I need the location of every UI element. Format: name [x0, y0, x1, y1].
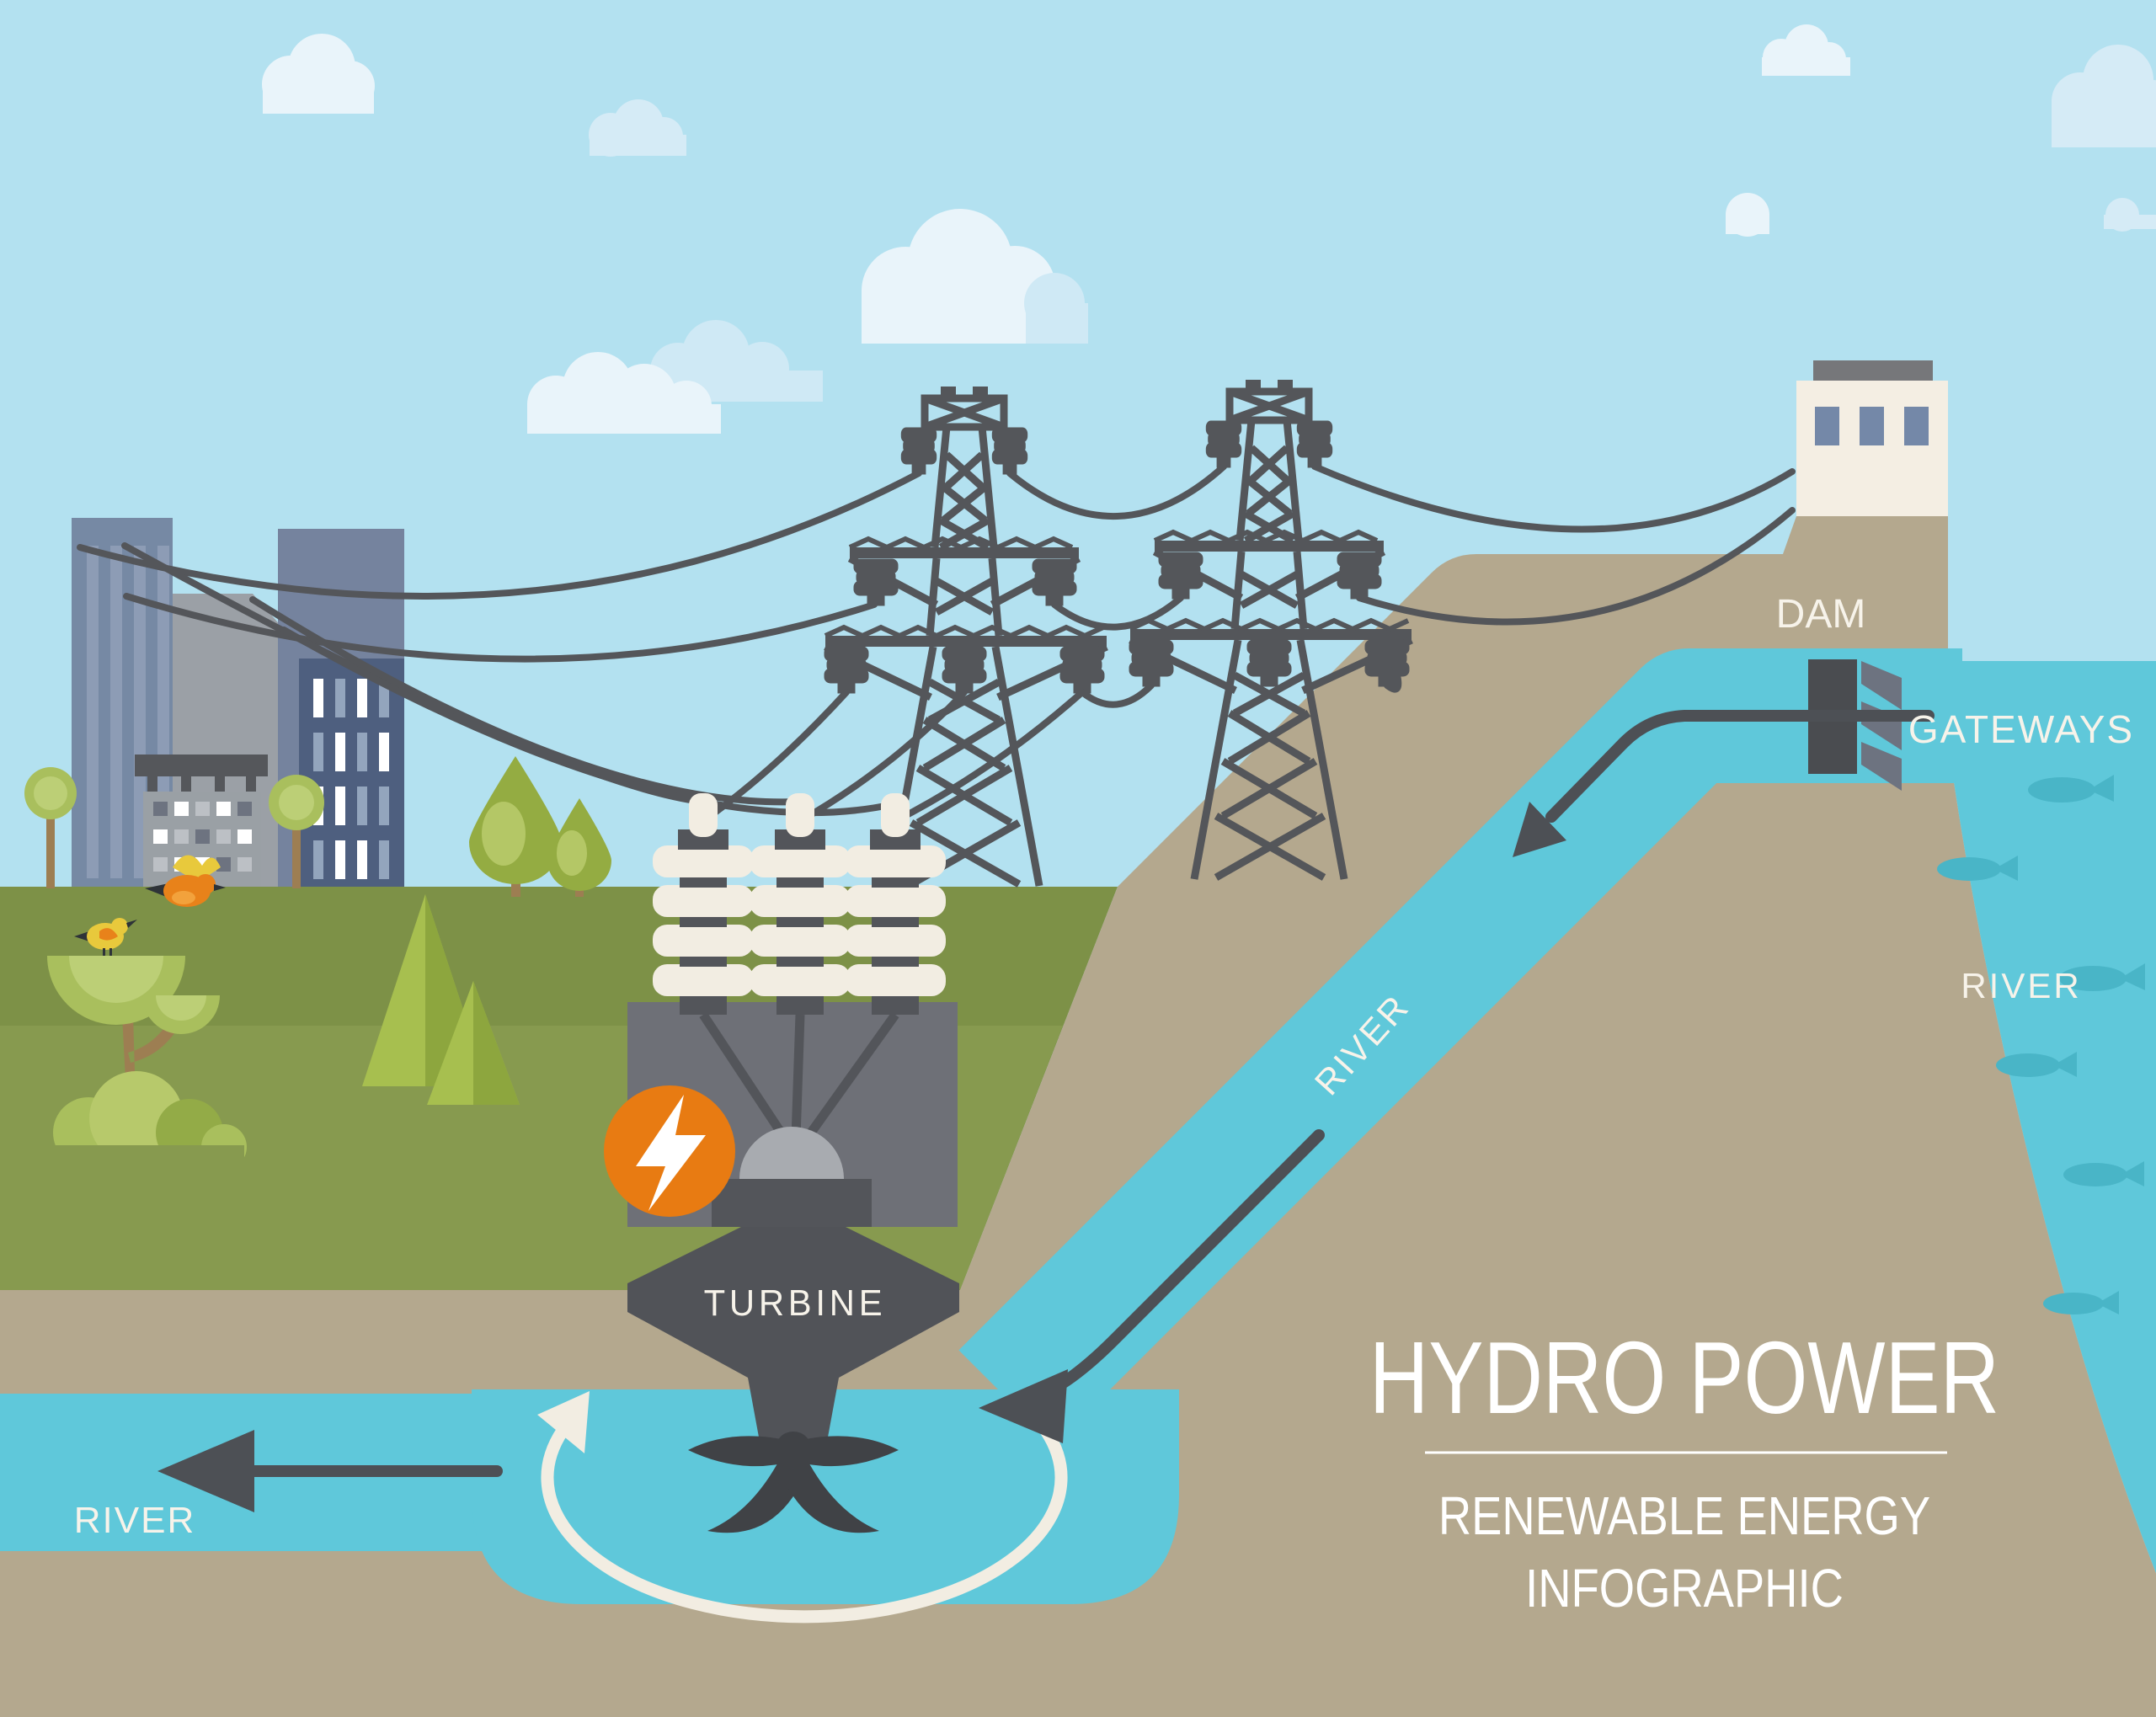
gateways-label: GATEWAYS [1908, 707, 2134, 751]
city-skyline [72, 518, 404, 888]
dam-label: DAM [1776, 592, 1866, 637]
wire [1384, 662, 1402, 693]
round-tree [24, 767, 77, 888]
wire [1311, 463, 1796, 533]
turbine-unit [537, 1227, 1068, 1624]
penstock-arrowhead [979, 1369, 1068, 1443]
generator-leads [699, 1011, 899, 1142]
fish [2028, 775, 2114, 803]
gate-fin [1861, 742, 1902, 791]
wire [700, 689, 850, 824]
river-outflow-label: RIVER [74, 1500, 195, 1541]
subtitle-line2: INFOGRAPHIC [1525, 1558, 1844, 1618]
clouds [262, 24, 2156, 434]
perched-bird [74, 918, 137, 956]
powerhouse-roof [1813, 360, 1933, 382]
generator-dome [739, 1127, 844, 1179]
river-reservoir-label: RIVER [1961, 966, 2081, 1005]
round-tree [269, 775, 324, 888]
powerhouse-building [1796, 381, 1948, 516]
subtitle-line1: RENEWABLE ENERGY [1438, 1485, 1930, 1546]
fish [2043, 1291, 2119, 1314]
cloud [862, 209, 1088, 344]
bush [51, 1071, 247, 1170]
teardrop-tree [469, 756, 562, 897]
outflow-arrowhead [157, 1430, 254, 1512]
pine-tree [427, 981, 520, 1105]
wire [1079, 682, 1155, 708]
flying-bird [145, 855, 226, 907]
dam-powerhouse [1796, 360, 1948, 516]
powerhouse-window [1860, 407, 1884, 445]
insulator-stacks [653, 793, 946, 1015]
wire [797, 689, 968, 824]
lightning-icon [636, 1095, 706, 1211]
title-block: HYDRO POWER RENEWABLE ENERGY INFOGRAPHIC [1369, 1321, 1999, 1618]
flow-arrows [157, 710, 1935, 1512]
turbine-label: TURBINE [704, 1282, 887, 1324]
fish [2063, 1161, 2144, 1186]
insulator-stack [845, 793, 946, 1015]
wire [77, 470, 922, 600]
main-title: HYDRO POWER [1369, 1321, 1999, 1436]
bowl-tree [47, 956, 220, 1128]
gate-fin [1861, 661, 1902, 710]
wire [1006, 463, 1227, 520]
wire [1051, 595, 1184, 631]
turbine-propeller [688, 1432, 899, 1533]
turbine-housing [627, 1227, 959, 1442]
fish [1937, 856, 2018, 881]
reservoir-water [1948, 661, 2156, 1573]
wire [892, 689, 1086, 824]
rotation-arrow [541, 1424, 1068, 1624]
powerhouse-window [1815, 407, 1839, 445]
cloud [2052, 45, 2156, 147]
teardrop-tree [547, 798, 611, 897]
cloud [527, 320, 823, 434]
intake-arrowhead [1513, 802, 1566, 857]
generator-pedestal [712, 1179, 872, 1227]
fish [2059, 963, 2145, 991]
rotation-arrowhead [537, 1391, 590, 1453]
wire [123, 593, 878, 663]
generator-station [627, 793, 958, 1227]
insulator-stack [653, 793, 754, 1015]
cloud [1726, 193, 1769, 237]
intake-arrow [1545, 710, 1935, 823]
electricity-badge [604, 1085, 735, 1217]
power-lines [77, 463, 1796, 824]
insulator-stack [750, 793, 851, 1015]
fish-group [1937, 775, 2145, 1314]
cloud [2104, 198, 2156, 232]
cloud [589, 99, 686, 157]
powerhouse-window [1904, 407, 1929, 445]
wire [1356, 507, 1796, 626]
fish [1996, 1052, 2077, 1077]
cloud [262, 34, 375, 114]
wire [280, 627, 897, 817]
cloud [1762, 24, 1850, 76]
dam-gate [1808, 659, 1902, 791]
vegetation [24, 756, 611, 1170]
